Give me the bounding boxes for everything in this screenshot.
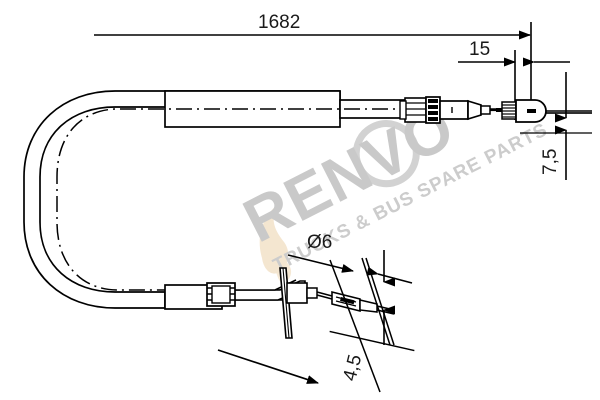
- end-fitting-height-label: 7,5: [540, 149, 561, 175]
- lower-length-dimension-arrow: [217, 259, 381, 393]
- hole-diameter-label: Ø6: [307, 232, 332, 253]
- upper-end-eyelet: [501, 99, 592, 123]
- lower-threaded-ferrule: [206, 282, 236, 307]
- overall-length-label: 1682: [258, 12, 300, 33]
- overall-length-dimension: 1682: [94, 12, 532, 118]
- upper-cone-transition: [439, 99, 503, 121]
- lower-fitting-width-label: 4,5: [339, 352, 366, 383]
- hole-diameter-dimension: Ø6: [287, 232, 413, 346]
- upper-sheath-body: [164, 90, 409, 128]
- upper-threaded-ferrule: [399, 97, 427, 123]
- lower-fitting-width-dimension: 4,5: [329, 250, 415, 383]
- cable-outer-sheath: [23, 90, 341, 309]
- watermark-o-ring: [352, 120, 420, 188]
- end-fitting-length-label: 15: [469, 39, 490, 60]
- lower-bracket-plate: [279, 267, 333, 339]
- upper-adjuster-nut: [425, 96, 441, 124]
- inner-cable-centerline: [56, 108, 500, 291]
